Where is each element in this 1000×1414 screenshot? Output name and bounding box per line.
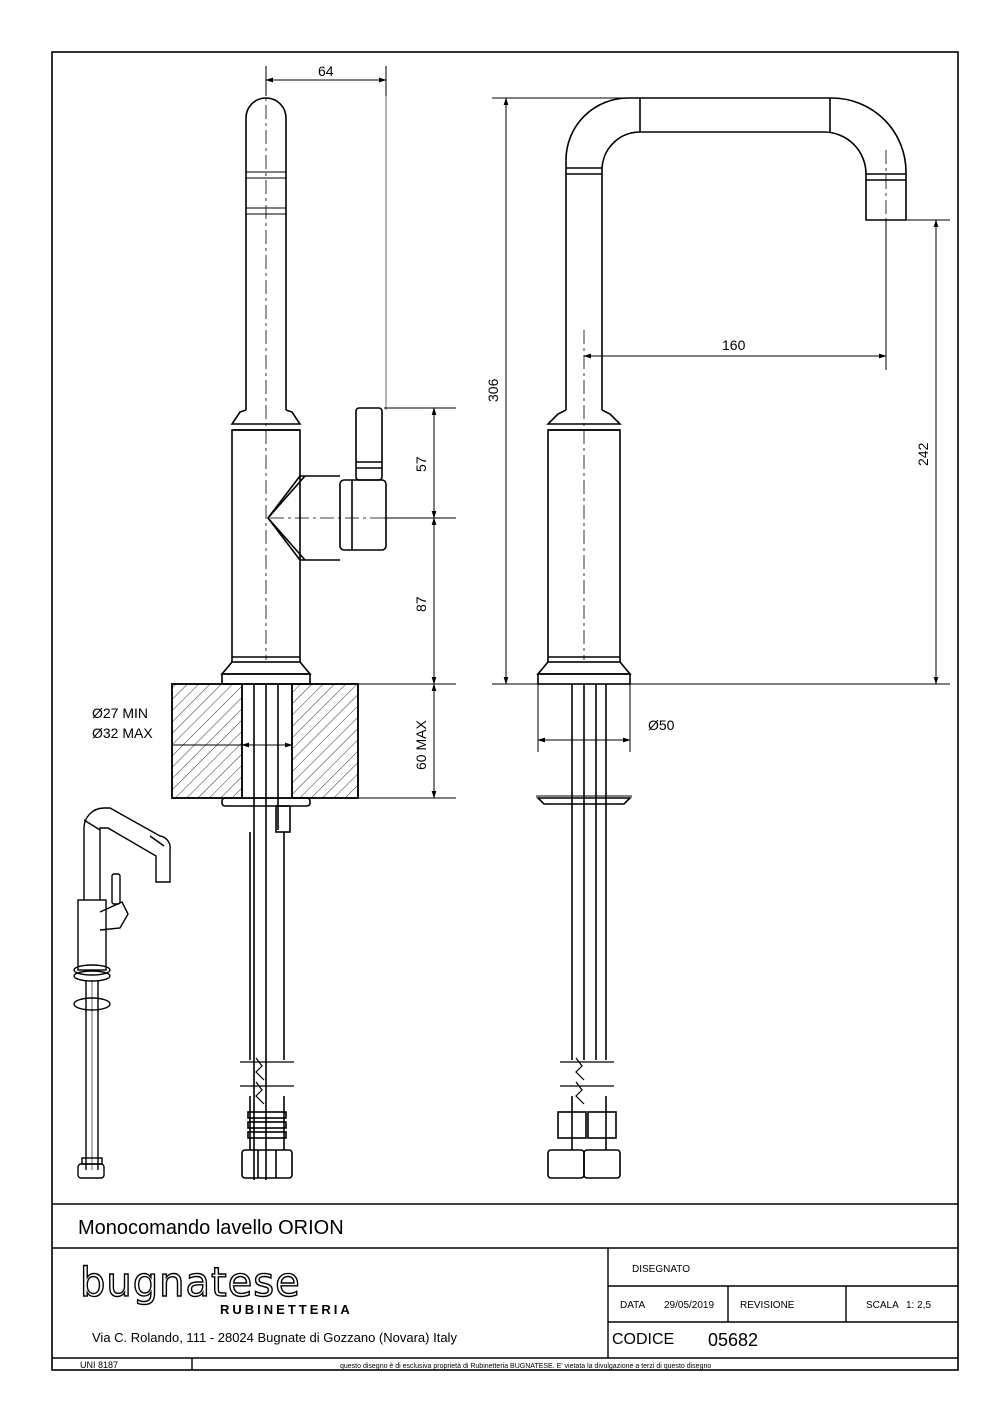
revision-label: REVISIONE [740,1300,795,1311]
brand-subtitle: RUBINETTERIA [220,1302,353,1317]
deck-right [291,683,359,799]
front-dimensions [492,97,950,752]
dim-base-diameter: Ø50 [648,717,675,733]
dim-spout-height: 242 [915,442,931,466]
scale-value: 1: 2,5 [906,1300,931,1311]
dim-hole-min: Ø27 MIN [92,705,148,721]
isometric-sketch [73,807,171,1179]
standard-ref: UNI 8187 [80,1360,118,1370]
front-lower-nut [536,797,632,805]
deck-left [171,683,243,799]
scale-label: SCALA [866,1300,899,1311]
front-spout [565,97,907,410]
side-view [171,80,440,1180]
code-value: 05682 [708,1330,758,1350]
ownership-notice: questo disegno è di esclusiva proprietà … [340,1363,711,1370]
code-label: CODICE [612,1331,674,1348]
sheet-border [51,51,959,1371]
side-base [220,661,312,675]
side-hose-nut [241,1149,293,1179]
date-value: 29/05/2019 [664,1300,714,1311]
dim-body-height: 87 [413,596,429,612]
side-dimensions [172,66,456,799]
side-lever [355,407,383,481]
front-hose-nut-left [547,1149,585,1179]
dim-deck-max: 60 MAX [413,720,429,770]
title-block-lines [52,1203,958,1370]
dim-width-top: 64 [318,63,334,79]
dim-total-height: 306 [485,378,501,402]
front-view [536,97,907,1179]
dim-hole-max: Ø32 MAX [92,725,153,741]
dim-lever-height: 57 [413,456,429,472]
drawn-label: DISEGNATO [632,1264,690,1275]
company-address: Via C. Rolando, 111 - 28024 Bugnate di G… [92,1330,457,1345]
dim-reach: 160 [722,337,746,353]
front-hose-nut-right [583,1149,621,1179]
brand-logo: bugnatese [80,1260,301,1306]
product-title: Monocomando lavello ORION [78,1217,344,1239]
date-label: DATA [620,1300,646,1311]
